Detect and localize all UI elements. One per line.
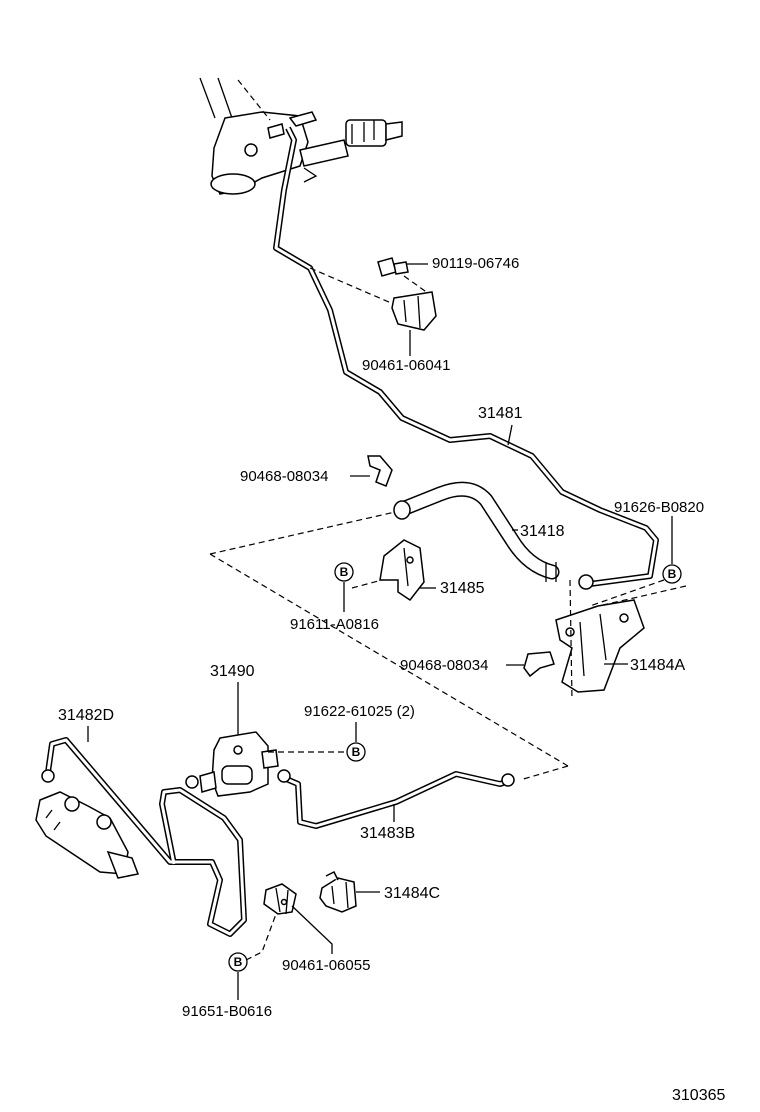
- release-cylinder: [35, 791, 140, 879]
- label-31482D: 31482D: [58, 707, 114, 724]
- label-90468-08034-lower: 90468-08034: [400, 657, 488, 674]
- bracket-31485: 31485: [379, 539, 485, 602]
- label-91651-B0616: 91651-B0616: [182, 1003, 272, 1020]
- label-90468-08034-upper: 90468-08034: [240, 468, 328, 485]
- clutch-line-31483B: 31483B: [277, 769, 515, 842]
- label-31481: 31481: [478, 405, 523, 422]
- bolt-marker-b2: B: [340, 565, 349, 579]
- bolt-91611: B 91611-A0816: [290, 562, 383, 633]
- label-90119-06746: 90119-06746: [432, 255, 519, 272]
- bolt-91622: 91622-61025 (2) B: [268, 703, 415, 762]
- bolt-90119: 90119-06746: [309, 255, 519, 313]
- bolt-91651: B 91651-B0616: [182, 913, 277, 1020]
- label-31490: 31490: [210, 663, 255, 680]
- label-31418: 31418: [520, 523, 565, 540]
- label-31485: 31485: [440, 580, 485, 597]
- diagram-number: 310365: [672, 1087, 725, 1104]
- label-31484C: 31484C: [384, 885, 440, 902]
- label-91622-61025: 91622-61025 (2): [304, 703, 415, 720]
- clamp-31484C: 31484C: [319, 870, 440, 913]
- bolt-marker-b4: B: [234, 955, 243, 969]
- bolt-91626: 91626-B0820 B: [589, 499, 704, 607]
- label-91611-A0816: 91611-A0816: [290, 616, 379, 633]
- label-91626-B0820: 91626-B0820: [614, 499, 704, 516]
- union-31490: 31490: [199, 663, 279, 797]
- clip-90468-lower: 90468-08034: [400, 651, 555, 678]
- label-31484A: 31484A: [630, 657, 685, 674]
- clip-90468-upper: 90468-08034: [240, 455, 393, 487]
- clutch-master-cylinder: [199, 77, 403, 195]
- label-90461-06041: 90461-06041: [362, 357, 450, 374]
- bolt-marker-b3: B: [352, 745, 361, 759]
- bolt-marker-b1: B: [668, 567, 677, 581]
- label-90461-06055: 90461-06055: [282, 957, 370, 974]
- clamp-90461-06041: 90461-06041: [362, 291, 450, 374]
- clutch-line-31481: 31481: [273, 126, 659, 590]
- clamp-90461-06055: 90461-06055: [263, 883, 370, 974]
- label-31483B: 31483B: [360, 825, 415, 842]
- clutch-line-31482D: 31482D: [41, 707, 247, 937]
- hose-31418: 31418: [393, 481, 565, 582]
- bracket-31484A: 31484A: [555, 579, 685, 701]
